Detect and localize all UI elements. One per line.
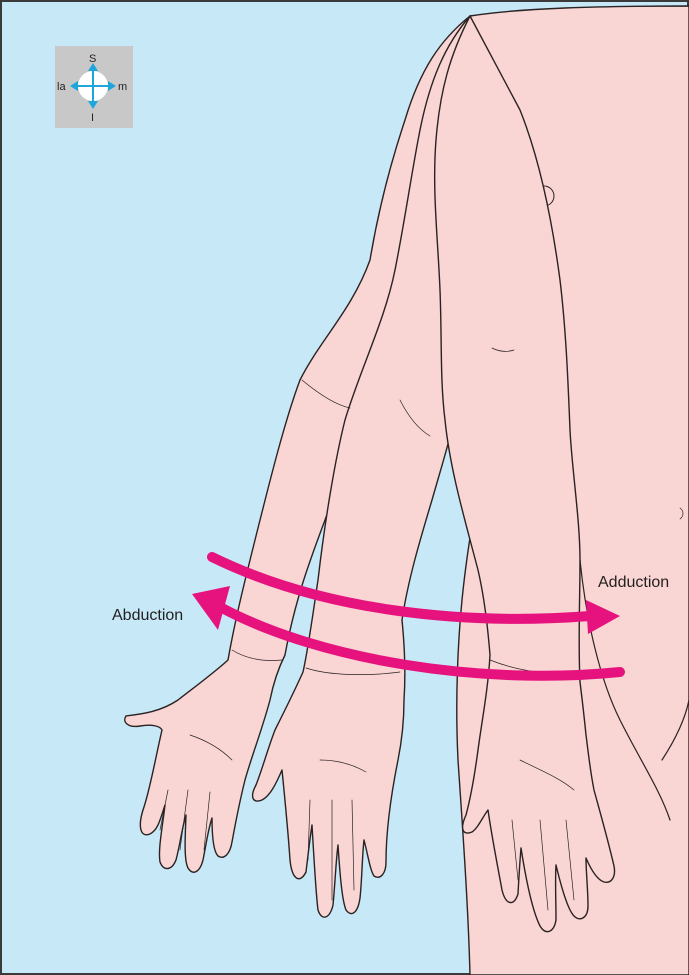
adduction-label: Adduction [598, 574, 669, 591]
compass-superior: S [89, 53, 96, 65]
compass-medial: m [118, 81, 127, 93]
orientation-compass: S I la m [55, 46, 133, 128]
abduction-label: Abduction [112, 607, 183, 624]
compass-lateral: la [57, 81, 66, 93]
compass-inferior: I [91, 112, 94, 124]
